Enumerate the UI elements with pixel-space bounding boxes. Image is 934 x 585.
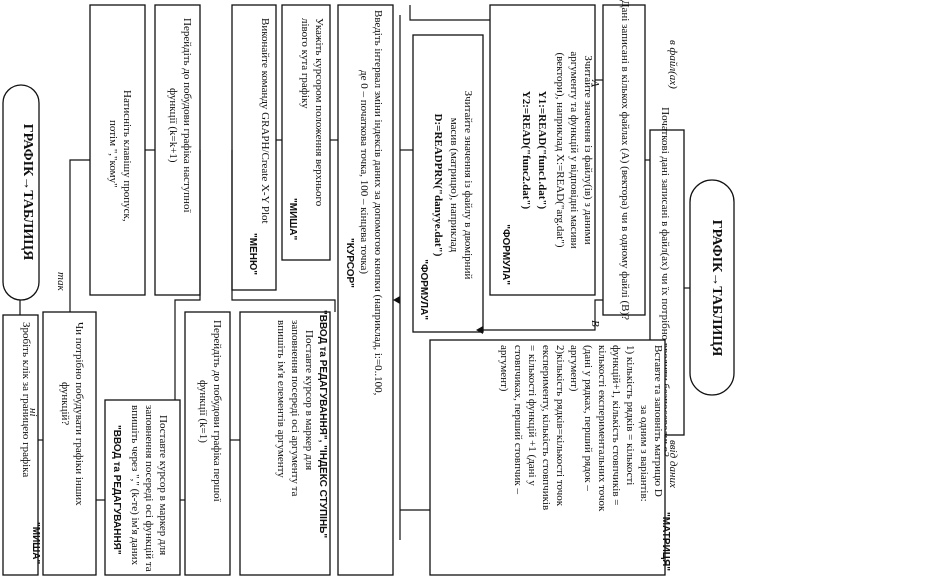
enter-matrix-line-5: (дані у рядках, перший рядок – — [582, 345, 594, 491]
read-vectors-content: Зчитайте значення із файлу(ів) з даними … — [500, 51, 594, 285]
func-cursor-tag: "ВВОД та РЕДАГУВАННЯ" — [111, 425, 122, 555]
interval-line-0: Введіть інтервал зміни індексів даних за… — [372, 10, 384, 396]
arrowhead-readmatrix — [476, 326, 483, 334]
label-in-file: в файл(ах) — [667, 40, 679, 89]
enter-matrix-line-2: 1) кількість рядків = кількості — [624, 345, 636, 485]
enter-matrix-tag: "МАТРИЦЯ" — [660, 512, 671, 571]
read-vectors-tag: "ФОРМУЛА" — [500, 224, 511, 285]
next-func-line-1: функції (k=k+1) — [167, 88, 179, 163]
press-space-line-0: Натисніть клавішу пропуск, — [121, 90, 133, 222]
end-terminal-node — [2, 84, 40, 301]
edge-files-readmatrix — [483, 299, 603, 331]
cursor-corner-line-0: Укажіть курсором положення верхнього — [313, 18, 325, 207]
enter-matrix-node — [429, 339, 666, 576]
read-matrix-line-1: масив (матрицю), наприклад — [448, 118, 460, 253]
func-cursor-line-0: Поставте курсор в маркер для — [157, 415, 169, 555]
graph-cmd-content: Виконайте команду GRAPH/Create X-Y Plot … — [247, 18, 271, 275]
read-matrix-content: Зчитайте значення із файлу в двомірний м… — [418, 91, 474, 321]
edge-more-yes-path — [69, 159, 90, 312]
more-graphs-line-0: Чи потрібно побудувати графіки інших — [73, 322, 85, 506]
next-func-line-0: Перейдіть до побудови графіка наступної — [181, 18, 193, 213]
files-decision-text: Дані записані в кількох файлах (A) (вект… — [619, 0, 631, 320]
enter-matrix-line-4: кількості експериментальних точок — [596, 345, 608, 512]
read-vectors-line-4: Y2:=READ("func2.dat") — [520, 91, 532, 210]
arg-cursor-line-2: впишіть ім'я елементів аргументу — [275, 320, 287, 478]
edge-next-funccursor — [174, 150, 201, 400]
enter-matrix-line-9: = кількості функцій +1 (дані у — [526, 345, 538, 486]
start-terminal-text: ГРАФІК→ТАБЛИЦЯ — [709, 220, 724, 357]
enter-matrix-line-3: функцій+1, кількість стовпчиків = — [610, 345, 622, 505]
screen-connectors — [19, 5, 690, 540]
graph-cmd-tag: "МЕНЮ" — [247, 233, 258, 275]
read-matrix-tag: "ФОРМУЛА" — [418, 259, 429, 320]
enter-matrix-line-7: 2)кількість рядків=кількості точок — [554, 345, 566, 507]
cursor-corner-tag: "МИША" — [287, 198, 298, 241]
read-vectors-line-0: Зчитайте значення із файлу(ів) з даними — [582, 55, 594, 244]
first-func-node — [184, 311, 231, 576]
press-space-node — [89, 4, 146, 296]
first-func-content: Перейдіть до побудови графіка першої фун… — [197, 320, 223, 503]
label-yes: так — [55, 272, 67, 292]
enter-matrix-line-6: аргумент) — [568, 345, 580, 392]
press-space-content: Натисніть клавішу пропуск, потім ","кому… — [107, 90, 133, 222]
edge-vectors-down — [409, 5, 490, 21]
func-cursor-line-1: заповнення посереді осі функцій та — [143, 405, 155, 572]
click-outside-content: Зробіть клік за границею графіка "МИША" — [20, 322, 41, 565]
interval-content: Введіть інтервал зміни індексів даних за… — [344, 10, 384, 396]
more-graphs-node — [42, 311, 97, 576]
label-no: ні — [27, 408, 39, 417]
next-func-content: Перейдіть до побудови графіка наступної … — [167, 18, 193, 213]
read-vectors-line-2: (вектори), наприклад X:=READ("arg.dat") — [554, 52, 566, 247]
cursor-corner-content: Укажіть курсором положення верхнього лів… — [287, 18, 325, 241]
read-matrix-line-2: D:=READPRN("danyye.dat") — [432, 114, 444, 257]
arg-cursor-line-1: заповнення посереді осі аргументу та — [289, 320, 301, 497]
read-vectors-node — [489, 4, 596, 296]
click-outside-tag: "МИША" — [30, 522, 41, 565]
enter-matrix-line-0: Вставте та заповніть матрицю D — [652, 345, 664, 497]
cursor-corner-node — [281, 4, 331, 261]
label-a: A — [589, 79, 601, 87]
read-matrix-node — [412, 34, 484, 333]
read-vectors-line-1: аргументу та функцій у відповідні масиви — [568, 51, 580, 248]
enter-matrix-content: Вставте та заповніть матрицю D за одним … — [498, 345, 671, 571]
first-func-line-0: Перейдіть до побудови графіка першої — [211, 320, 223, 503]
arg-cursor-node — [239, 311, 331, 576]
arrowhead-interval — [393, 296, 400, 304]
read-matrix-line-0: Зчитайте значення із файлу в двомірний — [462, 91, 474, 280]
label-b: B — [589, 320, 601, 327]
interval-tag: "КУРСОР" — [344, 238, 355, 288]
more-graphs-content: Чи потрібно побудувати графіки інших фун… — [59, 322, 85, 506]
more-graphs-line-1: функцій? — [59, 382, 71, 425]
func-cursor-line-2: впишіть через "," (k-те) ім'я даних — [129, 405, 141, 566]
click-outside-node — [2, 314, 39, 576]
end-terminal-text: ГРАФІК→ТАБЛИЦЯ — [20, 124, 35, 261]
enter-matrix-line-10: стовпчиках, перший стовпчик – — [512, 345, 524, 495]
interval-line-1: де 0 – початкова точка, 100 – кінцева то… — [358, 70, 370, 274]
func-cursor-content: Поставте курсор в маркер для заповнення … — [111, 405, 169, 572]
enter-matrix-line-11: аргумент) — [498, 345, 510, 392]
edge-graph-arg — [231, 150, 336, 312]
press-space-line-1: потім ","кому" — [107, 120, 119, 188]
graph-cmd-line-0: Виконайте команду GRAPH/Create X-Y Plot — [259, 18, 271, 224]
first-func-line-1: функції (k=1) — [197, 380, 209, 443]
enter-matrix-line-1: за одним з варіантів: — [638, 405, 650, 502]
cursor-corner-line-1: лівого кута графіку — [299, 18, 311, 109]
label-enter-data: ввід даних — [667, 440, 679, 488]
screen-layer: ГРАФІК→ТАБЛИЦЯ Початкові дані записані в… — [2, 0, 735, 576]
arg-cursor-line-0: Поставте курсор в маркер для — [303, 330, 315, 470]
next-func-node — [154, 4, 201, 296]
interval-node — [337, 4, 394, 576]
arg-cursor-content: Поставте курсор в маркер для заповнення … — [275, 310, 328, 538]
func-cursor-node — [104, 399, 181, 576]
arg-cursor-tag: "ВВОД та РЕДАГУВАННЯ", "ІНДЕКС СТУПІНЬ" — [317, 310, 328, 538]
click-outside-line-0: Зробіть клік за границею графіка — [20, 322, 32, 477]
enter-matrix-line-8: експерименту, кількість стовпчиків — [540, 345, 552, 510]
read-vectors-line-3: Y1:=READ("func1.dat") — [536, 91, 548, 210]
graph-cmd-node — [231, 4, 277, 291]
